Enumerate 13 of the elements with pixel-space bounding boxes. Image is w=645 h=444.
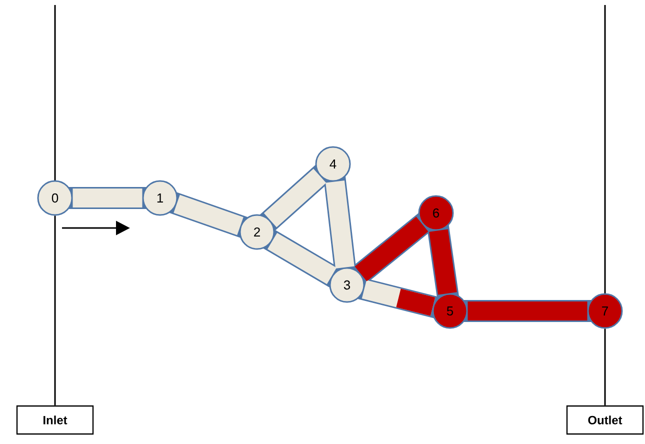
pipe (264, 168, 326, 228)
pipe (326, 180, 354, 268)
pipe (354, 216, 428, 282)
pipe (362, 280, 436, 316)
pipe (468, 302, 588, 320)
pipe (174, 194, 244, 236)
pipe (267, 232, 337, 284)
pipe (72, 188, 142, 208)
wall-line (604, 328, 606, 406)
pipe (429, 229, 457, 295)
wall-line (54, 216, 56, 406)
label-box: Outlet (566, 405, 644, 435)
label-box: Inlet (16, 405, 94, 435)
